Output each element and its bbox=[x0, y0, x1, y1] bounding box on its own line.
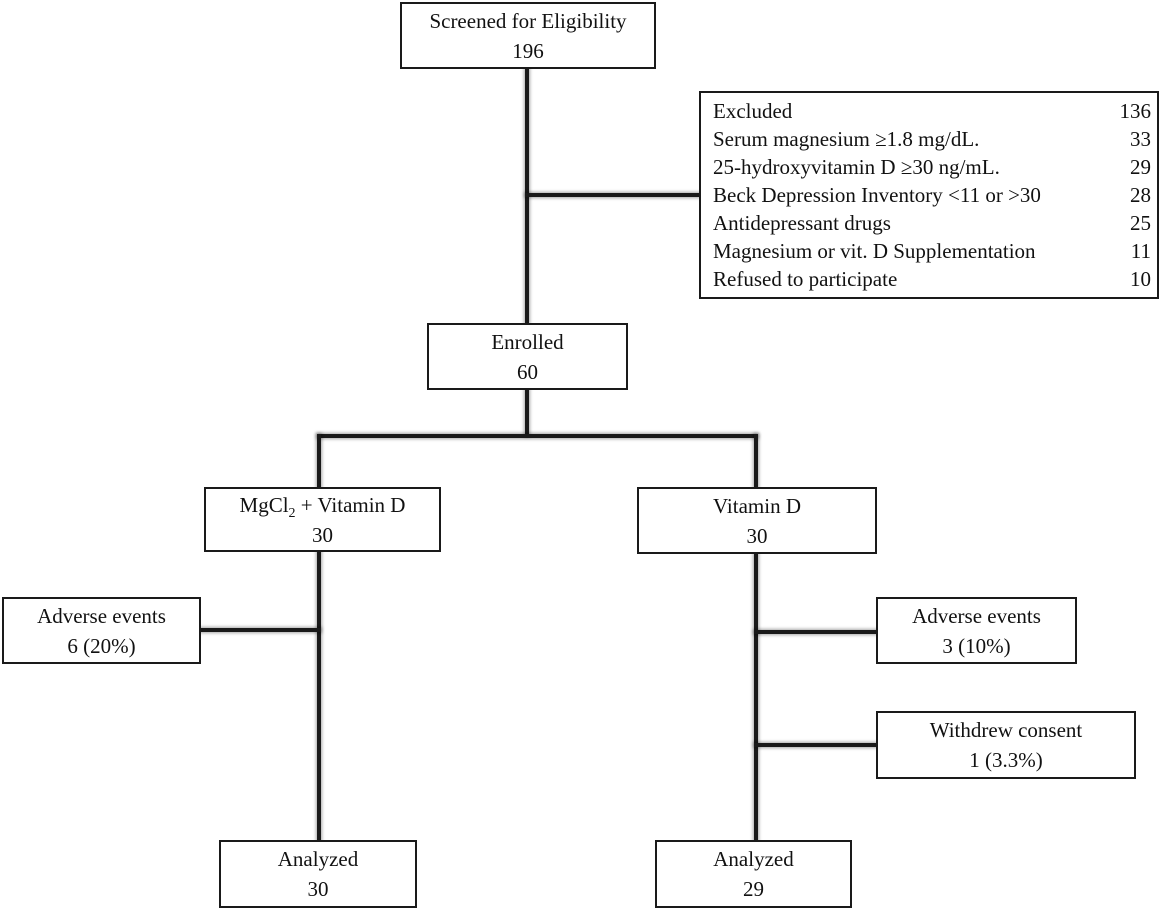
excluded-reason-row: Antidepressant drugs 25 bbox=[713, 209, 1151, 237]
connector-mg-arm-vertical bbox=[317, 550, 321, 842]
excluded-reason-row: Serum magnesium ≥1.8 mg/dL. 33 bbox=[713, 125, 1151, 153]
connector-split-left bbox=[317, 434, 321, 489]
excluded-reason-label: 25-hydroxyvitamin D ≥30 ng/mL. bbox=[713, 155, 1000, 179]
d-adverse-events-box: Adverse events 3 (10%) bbox=[876, 597, 1077, 664]
mg-arm-count: 30 bbox=[312, 522, 333, 547]
excluded-reason-count: 28 bbox=[1130, 183, 1151, 207]
screened-label: Screened for Eligibility bbox=[429, 8, 627, 33]
enrolled-box: Enrolled 60 bbox=[427, 323, 628, 390]
mg-arm-label-subscript: 2 bbox=[288, 505, 296, 521]
connector-d-arm-vertical bbox=[754, 553, 758, 842]
d-withdrew-consent-box: Withdrew consent 1 (3.3%) bbox=[876, 711, 1136, 779]
connector-mg-adverse bbox=[199, 628, 321, 632]
mg-adverse-value: 6 (20%) bbox=[67, 633, 136, 658]
mg-analyzed-count: 30 bbox=[307, 877, 329, 901]
d-analyzed-box: Analyzed 29 bbox=[655, 840, 852, 908]
excluded-reason-row: Magnesium or vit. D Supplementation 11 bbox=[713, 237, 1151, 265]
connector-split-horizontal bbox=[317, 434, 758, 438]
mg-adverse-label: Adverse events bbox=[37, 603, 166, 628]
connector-d-adverse bbox=[754, 630, 878, 634]
connector-excluded bbox=[525, 193, 701, 197]
d-adverse-value: 3 (10%) bbox=[942, 633, 1011, 658]
excluded-reason-count: 25 bbox=[1130, 211, 1151, 235]
excluded-count: 136 bbox=[1119, 99, 1152, 123]
d-analyzed-count: 29 bbox=[743, 877, 764, 901]
d-arm-count: 30 bbox=[746, 523, 768, 548]
excluded-reason-label: Beck Depression Inventory <11 or >30 bbox=[713, 183, 1041, 207]
d-analyzed-label: Analyzed bbox=[713, 847, 794, 871]
connector-split-right bbox=[754, 434, 758, 489]
mg-arm-label-prefix: MgCl bbox=[239, 492, 289, 517]
connector-enrolled-split bbox=[525, 388, 529, 436]
d-arm-label: Vitamin D bbox=[713, 493, 801, 518]
excluded-reason-label: Magnesium or vit. D Supplementation bbox=[713, 239, 1036, 263]
mg-analyzed-label: Analyzed bbox=[277, 847, 359, 871]
mg-adverse-events-box: Adverse events 6 (20%) bbox=[2, 597, 201, 664]
excluded-reason-count: 11 bbox=[1130, 239, 1151, 263]
mg-arm-label: MgCl2 + Vitamin D bbox=[239, 490, 406, 521]
excluded-box: Excluded 136 Serum magnesium ≥1.8 mg/dL.… bbox=[699, 91, 1159, 299]
excluded-reason-row: Refused to participate 10 bbox=[713, 265, 1151, 293]
connector-d-withdrew bbox=[754, 743, 878, 747]
excluded-reason-label: Refused to participate bbox=[713, 267, 898, 291]
excluded-reason-row: 25-hydroxyvitamin D ≥30 ng/mL. 29 bbox=[713, 153, 1151, 181]
excluded-reason-label: Antidepressant drugs bbox=[713, 211, 891, 235]
excluded-reason-count: 29 bbox=[1130, 155, 1151, 179]
excluded-total-row: Excluded 136 bbox=[713, 97, 1151, 125]
mg-arm-label-suffix: + Vitamin D bbox=[295, 492, 406, 517]
d-withdrew-value: 1 (3.3%) bbox=[969, 748, 1043, 772]
screened-count: 196 bbox=[512, 38, 544, 63]
enrolled-label: Enrolled bbox=[491, 329, 564, 354]
enrolled-count: 60 bbox=[517, 359, 538, 384]
excluded-reason-row: Beck Depression Inventory <11 or >30 28 bbox=[713, 181, 1151, 209]
mg-arm-box: MgCl2 + Vitamin D 30 bbox=[204, 487, 441, 552]
excluded-reason-count: 33 bbox=[1130, 127, 1151, 151]
excluded-reason-count: 10 bbox=[1130, 267, 1151, 291]
excluded-reason-label: Serum magnesium ≥1.8 mg/dL. bbox=[713, 127, 980, 151]
screened-box: Screened for Eligibility 196 bbox=[400, 2, 656, 69]
d-adverse-label: Adverse events bbox=[912, 603, 1041, 628]
d-withdrew-label: Withdrew consent bbox=[929, 718, 1083, 742]
d-arm-box: Vitamin D 30 bbox=[637, 487, 877, 554]
mg-analyzed-box: Analyzed 30 bbox=[219, 840, 417, 908]
excluded-label: Excluded bbox=[713, 99, 793, 123]
